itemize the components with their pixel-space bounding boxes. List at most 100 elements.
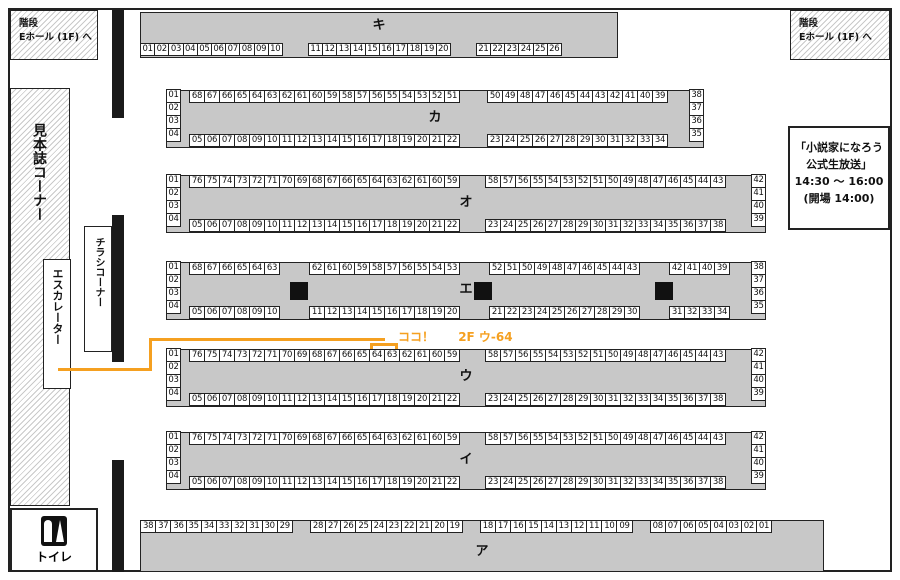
booth-seat[interactable]: 25 <box>517 134 533 147</box>
booth-seat[interactable]: 54 <box>545 432 561 445</box>
booth-seat[interactable]: 21 <box>489 306 505 319</box>
booth-seat[interactable]: 28 <box>562 134 578 147</box>
booth-seat[interactable]: 26 <box>340 520 357 533</box>
booth-seat[interactable]: 24 <box>500 219 516 232</box>
booth-seat[interactable]: 46 <box>579 262 595 275</box>
booth-seat[interactable]: 08 <box>239 43 255 56</box>
booth-seat[interactable]: 34 <box>650 219 666 232</box>
booth-seat[interactable]: 33 <box>635 476 651 489</box>
booth-seat[interactable]: 11 <box>307 43 324 56</box>
booth-seat[interactable]: 16 <box>354 393 370 406</box>
booth-seat[interactable]: 35 <box>665 393 681 406</box>
booth-seat[interactable]: 17 <box>369 393 385 406</box>
booth-seat[interactable]: 03 <box>166 200 181 214</box>
booth-seat[interactable]: 67 <box>324 175 340 188</box>
booth-seat[interactable]: 41 <box>751 361 766 375</box>
booth-seat[interactable]: 37 <box>155 520 172 533</box>
booth-seat[interactable]: 38 <box>689 89 704 103</box>
booth-seat[interactable]: 30 <box>592 134 608 147</box>
booth-seat[interactable]: 06 <box>210 43 227 56</box>
booth-seat[interactable]: 31 <box>605 219 621 232</box>
booth-seat[interactable]: 20 <box>414 134 430 147</box>
booth-seat[interactable]: 62 <box>279 90 295 103</box>
booth-seat[interactable]: 06 <box>204 393 220 406</box>
booth-seat[interactable]: 26 <box>532 134 548 147</box>
booth-seat[interactable]: 60 <box>429 432 445 445</box>
booth-seat[interactable]: 51 <box>590 175 606 188</box>
booth-seat[interactable]: 20 <box>431 520 448 533</box>
booth-seat[interactable]: 29 <box>575 393 591 406</box>
booth-seat[interactable]: 47 <box>650 175 666 188</box>
booth-seat[interactable]: 15 <box>525 520 542 533</box>
booth-seat[interactable]: 44 <box>695 349 711 362</box>
booth-seat[interactable]: 30 <box>624 306 640 319</box>
booth-seat[interactable]: 02 <box>166 102 181 116</box>
booth-seat[interactable]: 18 <box>407 43 423 56</box>
booth-seat[interactable]: 61 <box>414 432 430 445</box>
booth-seat[interactable]: 34 <box>650 476 666 489</box>
booth-seat[interactable]: 08 <box>234 306 250 319</box>
booth-seat[interactable]: 06 <box>204 134 220 147</box>
booth-seat[interactable]: 51 <box>590 349 606 362</box>
booth-seat[interactable]: 32 <box>620 393 636 406</box>
booth-seat[interactable]: 30 <box>590 476 606 489</box>
booth-seat[interactable]: 04 <box>166 128 181 142</box>
booth-seat[interactable]: 02 <box>166 274 181 288</box>
booth-seat[interactable]: 17 <box>369 476 385 489</box>
booth-seat[interactable]: 43 <box>710 349 726 362</box>
booth-seat[interactable]: 17 <box>393 43 409 56</box>
booth-seat[interactable]: 54 <box>429 262 445 275</box>
booth-seat[interactable]: 32 <box>231 520 248 533</box>
booth-seat[interactable]: 69 <box>294 175 310 188</box>
booth-seat[interactable]: 06 <box>204 476 220 489</box>
booth-seat[interactable]: 27 <box>547 134 563 147</box>
booth-seat[interactable]: 11 <box>279 393 295 406</box>
booth-seat[interactable]: 01 <box>166 261 181 275</box>
booth-seat[interactable]: 25 <box>355 520 372 533</box>
booth-seat[interactable]: 48 <box>635 349 651 362</box>
booth-seat[interactable]: 30 <box>261 520 278 533</box>
booth-seat[interactable]: 23 <box>485 476 501 489</box>
booth-seat[interactable]: 53 <box>560 349 576 362</box>
booth-seat[interactable]: 43 <box>710 175 726 188</box>
booth-seat[interactable]: 03 <box>166 287 181 301</box>
booth-seat[interactable]: 67 <box>324 432 340 445</box>
booth-seat[interactable]: 25 <box>532 43 548 56</box>
booth-seat[interactable]: 76 <box>189 349 205 362</box>
booth-seat[interactable]: 40 <box>699 262 715 275</box>
booth-seat[interactable]: 13 <box>309 476 325 489</box>
booth-seat[interactable]: 34 <box>200 520 217 533</box>
booth-seat[interactable]: 60 <box>429 349 445 362</box>
booth-seat[interactable]: 15 <box>369 306 385 319</box>
booth-seat[interactable]: 29 <box>575 476 591 489</box>
booth-seat[interactable]: 51 <box>590 432 606 445</box>
booth-seat[interactable]: 29 <box>577 134 593 147</box>
booth-seat[interactable]: 08 <box>234 219 250 232</box>
booth-seat[interactable]: 44 <box>695 432 711 445</box>
booth-seat[interactable]: 09 <box>616 520 633 533</box>
booth-seat[interactable]: 01 <box>166 431 181 445</box>
booth-seat[interactable]: 59 <box>354 262 370 275</box>
booth-seat[interactable]: 43 <box>624 262 640 275</box>
booth-seat[interactable]: 39 <box>652 90 668 103</box>
booth-seat[interactable]: 44 <box>609 262 625 275</box>
booth-seat[interactable]: 29 <box>276 520 293 533</box>
booth-seat[interactable]: 24 <box>370 520 387 533</box>
booth-seat[interactable]: 37 <box>689 102 704 116</box>
booth-seat[interactable]: 56 <box>515 175 531 188</box>
booth-seat[interactable]: 59 <box>324 90 340 103</box>
booth-seat[interactable]: 49 <box>620 432 636 445</box>
booth-seat[interactable]: 11 <box>586 520 603 533</box>
booth-seat[interactable]: 41 <box>751 187 766 201</box>
booth-seat[interactable]: 33 <box>215 520 233 533</box>
booth-seat[interactable]: 16 <box>510 520 527 533</box>
booth-seat[interactable]: 32 <box>622 134 638 147</box>
booth-seat[interactable]: 38 <box>751 261 766 275</box>
booth-seat[interactable]: 41 <box>622 90 638 103</box>
booth-seat[interactable]: 50 <box>605 432 621 445</box>
booth-seat[interactable]: 03 <box>168 43 184 56</box>
booth-seat[interactable]: 24 <box>502 134 518 147</box>
booth-seat[interactable]: 17 <box>494 520 512 533</box>
booth-seat[interactable]: 26 <box>530 393 546 406</box>
booth-seat[interactable]: 02 <box>740 520 757 533</box>
